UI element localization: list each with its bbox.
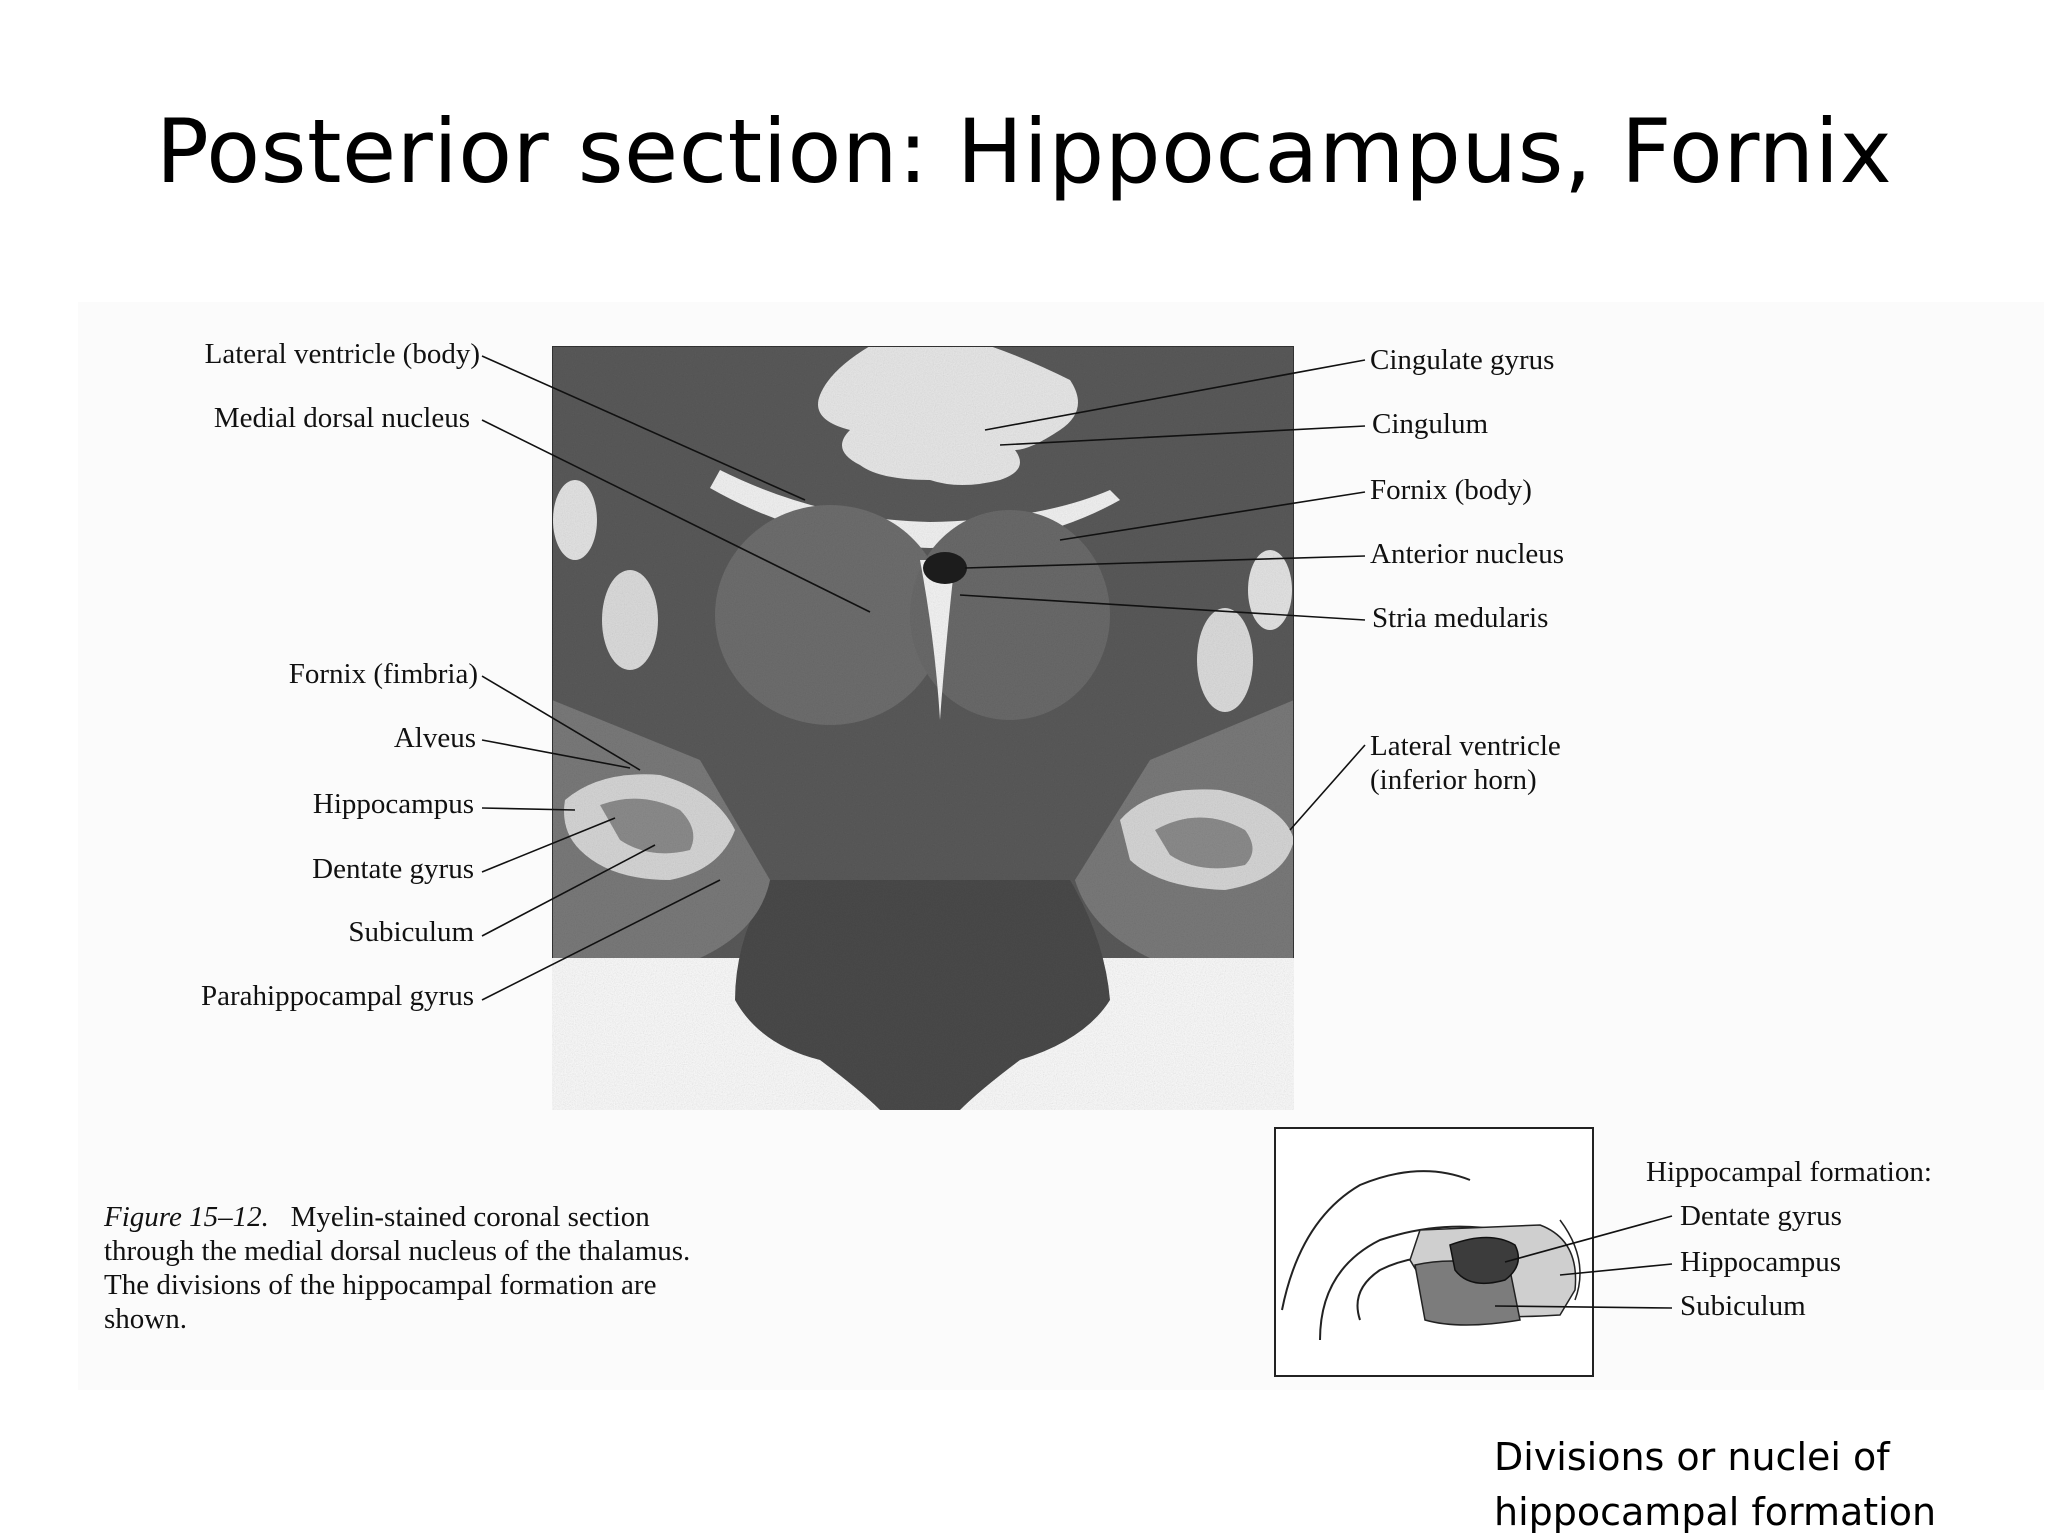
coronal-section bbox=[551, 345, 1295, 1110]
label-parahippocampal-gyrus: Parahippocampal gyrus bbox=[200, 980, 474, 1012]
label-medial-dorsal-nucleus: Medial dorsal nucleus bbox=[213, 402, 470, 434]
figure-reference: Figure 15–12. bbox=[104, 1201, 269, 1233]
inset-label-hippocampus: Hippocampus bbox=[1680, 1246, 1842, 1278]
divisions-note: Divisions or nuclei of hippocampal forma… bbox=[1494, 1435, 1937, 1534]
slide-title: Posterior section: Hippocampus, Fornix bbox=[155, 100, 1893, 203]
label-fornix-body: Fornix (body) bbox=[1370, 474, 1532, 506]
inset-label-subiculum: Subiculum bbox=[1680, 1290, 1806, 1322]
label-anterior-nucleus: Anterior nucleus bbox=[1370, 538, 1565, 570]
leader-lines-right bbox=[959, 359, 1366, 831]
label-dentate-gyrus: Dentate gyrus bbox=[312, 853, 474, 885]
inset-label-dentate-gyrus: Dentate gyrus bbox=[1680, 1200, 1842, 1232]
label-hippocampus: Hippocampus bbox=[312, 788, 474, 820]
inset-heading: Hippocampal formation: bbox=[1646, 1156, 1932, 1188]
label-subiculum: Subiculum bbox=[348, 916, 474, 948]
leader-lines-left bbox=[481, 355, 871, 1001]
label-lateral-ventricle-inferior-horn: Lateral ventricle bbox=[1370, 730, 1561, 762]
label-fornix-fimbria: Fornix (fimbria) bbox=[288, 658, 478, 690]
label-cingulum: Cingulum bbox=[1372, 408, 1489, 440]
label-stria-medularis: Stria medularis bbox=[1372, 602, 1549, 634]
figure-caption: Figure 15–12. Myelin-stained coronal sec… bbox=[104, 1200, 724, 1336]
figure-caption-text: Myelin-stained coronal section through t… bbox=[104, 1201, 691, 1335]
label-alveus: Alveus bbox=[393, 722, 476, 754]
label-lateral-ventricle-body: Lateral ventricle (body) bbox=[204, 338, 480, 370]
inset-diagram bbox=[1274, 1127, 1673, 1377]
label-cingulate-gyrus: Cingulate gyrus bbox=[1370, 344, 1555, 376]
label-inferior-horn-line2: (inferior horn) bbox=[1370, 764, 1537, 796]
